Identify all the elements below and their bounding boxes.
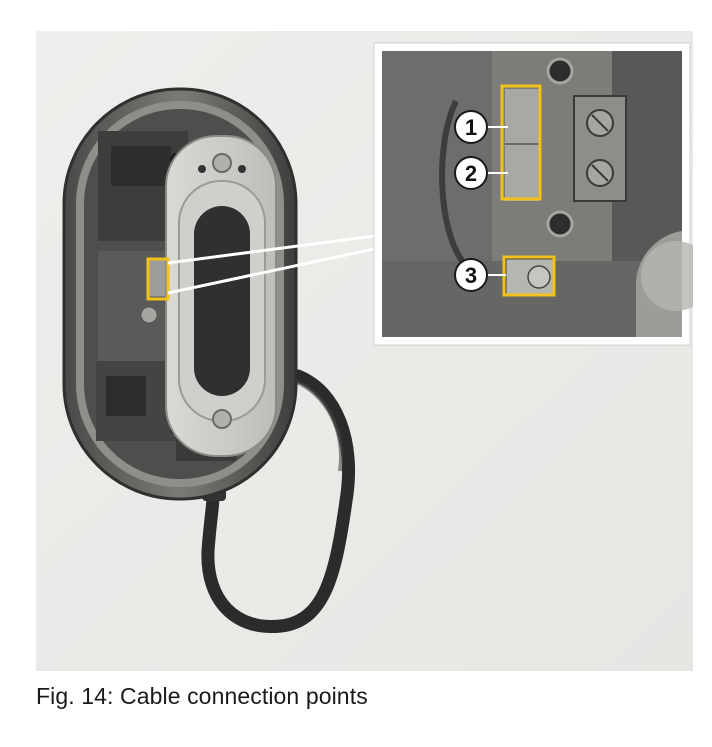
callout-1: 1 <box>454 110 488 144</box>
callout-number-1: 1 <box>465 115 477 140</box>
callout-3: 3 <box>454 258 488 292</box>
central-plate <box>165 135 277 457</box>
callout-circle-3 <box>454 258 488 292</box>
callout-circle-1 <box>454 110 488 144</box>
callout-number-3: 3 <box>465 263 477 288</box>
figure-caption: Fig. 14: Cable connection points <box>36 683 368 709</box>
callout-circle-2 <box>454 156 488 190</box>
leader-lines <box>167 234 375 295</box>
charger-illustration: 1 2 3 <box>36 31 693 671</box>
callout-2: 2 <box>454 156 488 190</box>
callout-number-2: 2 <box>465 161 477 186</box>
highlight-box-terminals-1-2 <box>500 84 542 201</box>
figure-panel: 1 2 3 <box>36 31 693 671</box>
callout-pointers <box>486 126 508 276</box>
inset-detail <box>373 42 693 346</box>
terminal-highlight-small <box>146 257 170 301</box>
